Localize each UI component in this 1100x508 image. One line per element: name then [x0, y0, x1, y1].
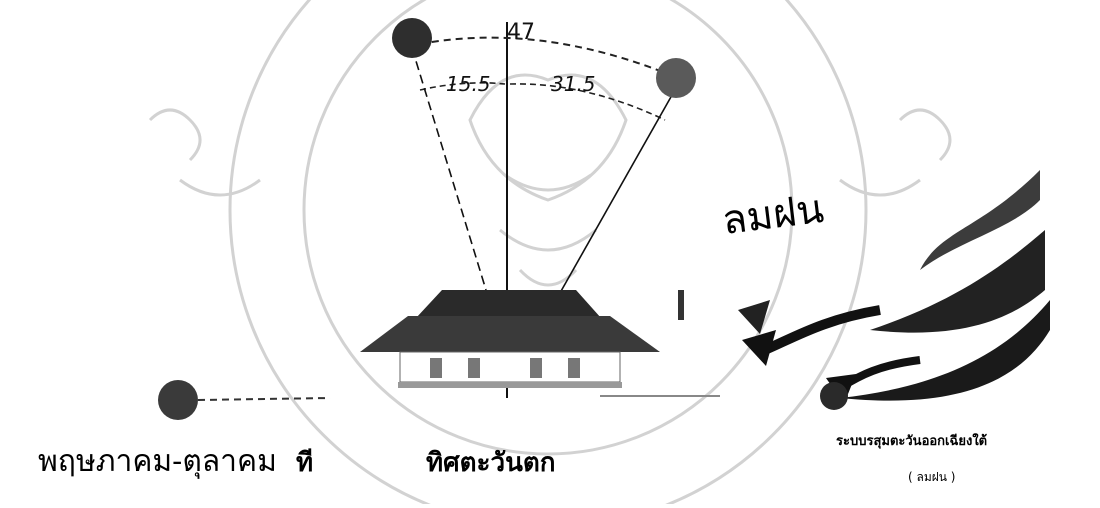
- angle-arc: [420, 38, 673, 76]
- house-icon: [360, 290, 660, 388]
- angle-right-label: 31.5: [551, 72, 596, 96]
- wind-label: ลมฝน: [718, 176, 827, 252]
- pole: [678, 290, 684, 320]
- angle-total-label: 47: [507, 20, 535, 45]
- word-caption: ที: [296, 442, 313, 483]
- sun-icon-right: [656, 58, 696, 98]
- wind-caption: ระบบรสุมตะวันออกเฉียงใต้: [836, 430, 987, 451]
- angle-left-label: 15.5: [446, 72, 491, 96]
- watermark-seal-icon: [150, 0, 950, 504]
- horizon-line: [198, 398, 330, 400]
- ray-right: [556, 88, 676, 300]
- season-caption: พฤษภาคม-ตุลาคม: [38, 438, 277, 485]
- direction-caption: ทิศตะวันตก: [426, 442, 556, 483]
- sun-icon-left: [392, 18, 432, 58]
- sun-icon-horizon: [158, 380, 198, 420]
- wind-subcaption: ( ลมฝน ): [908, 468, 956, 487]
